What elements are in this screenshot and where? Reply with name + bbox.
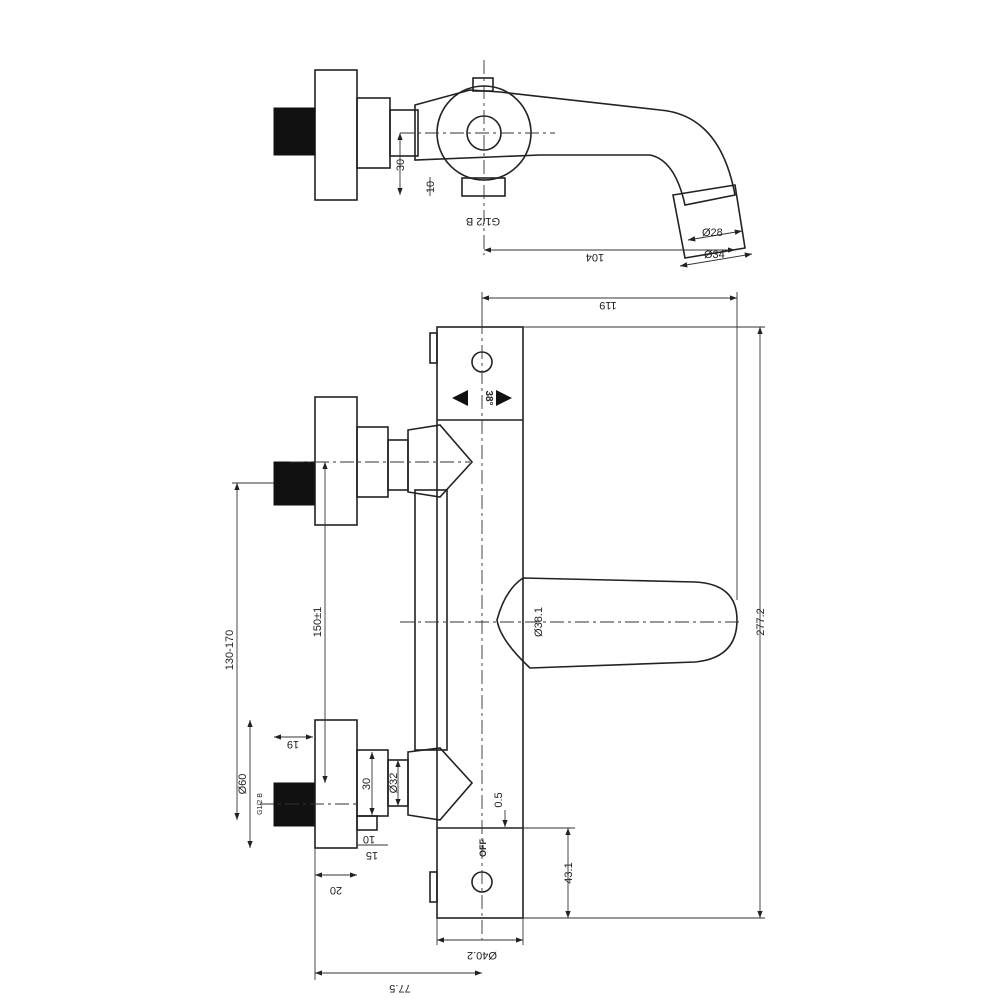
connector-nut: [356, 97, 391, 169]
thread-label-front: G1/2 B: [257, 793, 264, 815]
spout: [414, 89, 736, 206]
dim-15: 15: [366, 849, 378, 861]
dia-32: Ø32: [388, 773, 400, 794]
dia-38: Ø38.1: [533, 607, 545, 637]
dia-40: Ø40.2: [467, 949, 497, 961]
dim-119: 119: [599, 299, 617, 311]
thread-label-top: G1/2 B: [466, 215, 500, 227]
dia-60: Ø60: [237, 774, 249, 795]
dim-30-front: 30: [361, 778, 373, 790]
thread-inlet: [273, 107, 316, 156]
dia-34: Ø34: [704, 249, 725, 261]
temp-stop-label: 38°: [483, 390, 494, 405]
dim-0-5: 0.5: [493, 792, 505, 807]
dim-30-top: 30: [395, 159, 407, 171]
lower-inlet: [260, 719, 474, 849]
front-view: 38° OFF Ø38.1 119: [224, 292, 767, 994]
dim-77: 77.5: [389, 982, 410, 994]
lever-handle: [496, 577, 738, 669]
upper-inlet: [273, 396, 474, 526]
bridge-pipe: [414, 489, 448, 751]
dim-130-170: 130-170: [224, 630, 236, 670]
dim-20: 20: [330, 884, 342, 896]
dim-43: 43.1: [563, 862, 575, 883]
dim-277: 277.2: [755, 608, 767, 636]
dia-28: Ø28: [702, 227, 723, 239]
off-label: OFF: [478, 839, 488, 857]
dim-10-top: 10: [425, 181, 437, 193]
dim-19: 19: [287, 738, 299, 750]
dim-10-front: 10: [363, 833, 375, 845]
top-view: 30 10 G1/2 B 104 Ø28 Ø34: [273, 60, 753, 268]
mixer-body: [436, 326, 524, 919]
wall-flange: [314, 69, 358, 201]
dim-150: 150±1: [312, 607, 324, 638]
dim-104: 104: [586, 251, 604, 263]
